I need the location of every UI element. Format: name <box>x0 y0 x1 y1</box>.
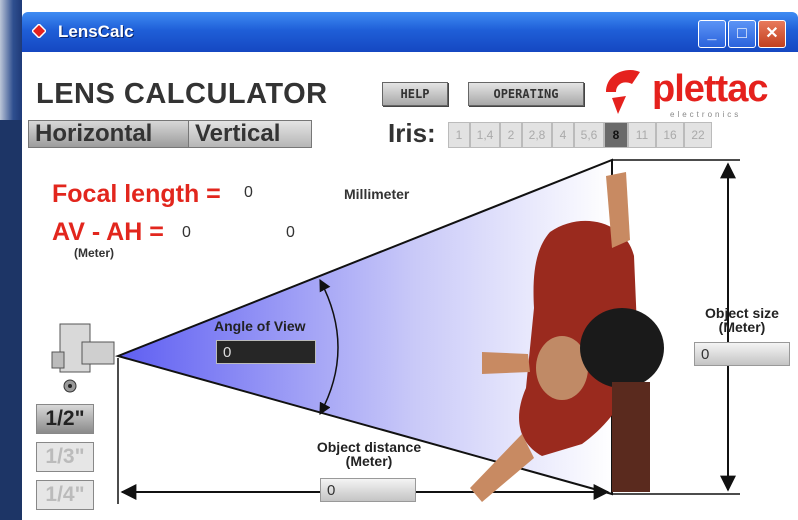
iris-label: Iris: <box>388 118 436 148</box>
tab-vertical[interactable]: Vertical <box>188 120 312 148</box>
close-button[interactable]: ✕ <box>758 20 786 48</box>
iris-option-2[interactable]: 2 <box>500 122 522 148</box>
app-content: LENS CALCULATOR HELP OPERATING plettac e… <box>22 52 798 518</box>
av-ah-label: AV - AH = <box>52 218 164 246</box>
desktop-strip-shadow <box>0 120 22 520</box>
operating-button[interactable]: OPERATING <box>468 82 584 106</box>
iris-option-16[interactable]: 16 <box>656 122 684 148</box>
sensor-option-quarter-inch[interactable]: 1/4" <box>36 480 94 510</box>
object-size-input[interactable]: 0 <box>694 342 790 366</box>
iris-option-5-6[interactable]: 5,6 <box>574 122 604 148</box>
iris-option-1[interactable]: 1 <box>448 122 470 148</box>
angle-of-view-label: Angle of View <box>214 318 306 334</box>
iris-option-4[interactable]: 4 <box>552 122 574 148</box>
angle-of-view-input[interactable]: 0 <box>216 340 316 364</box>
logo-subtext: electronics <box>670 110 742 119</box>
plettac-logo-icon <box>606 70 640 114</box>
object-distance-input[interactable]: 0 <box>320 478 416 502</box>
angle-arc <box>319 278 339 416</box>
iris-option-2-8[interactable]: 2,8 <box>522 122 552 148</box>
iris-option-22[interactable]: 22 <box>684 122 712 148</box>
av-ah-value: 0 <box>182 224 191 241</box>
minimize-button[interactable]: _ <box>698 20 726 48</box>
iris-option-1-4[interactable]: 1,4 <box>470 122 500 148</box>
focal-length-value: 0 <box>244 184 253 201</box>
iris-option-8[interactable]: 8 <box>604 122 628 148</box>
object-size-unit: (Meter) <box>718 319 766 335</box>
help-button[interactable]: HELP <box>382 82 448 106</box>
minimize-icon: _ <box>707 25 717 42</box>
logo-text: plettac <box>652 68 768 110</box>
app-window: LensCalc _ □ ✕ LENS CALCULATOR HELP OPER… <box>22 12 798 518</box>
focal-length-unit: Millimeter <box>344 186 410 202</box>
camera-icon <box>51 323 115 393</box>
close-icon: ✕ <box>765 25 779 42</box>
maximize-icon: □ <box>737 25 747 42</box>
lens-diagram <box>51 158 740 504</box>
desktop-strip <box>0 0 22 520</box>
title-bar[interactable]: LensCalc _ □ ✕ <box>22 12 798 52</box>
focal-length-label: Focal length = <box>52 180 221 208</box>
window-title: LensCalc <box>58 22 134 41</box>
sensor-option-half-inch[interactable]: 1/2" <box>36 404 94 434</box>
object-distance-unit: (Meter) <box>345 453 393 469</box>
iris-option-11[interactable]: 11 <box>628 122 656 148</box>
tab-horizontal[interactable]: Horizontal <box>28 120 192 148</box>
object-distance-label: Object distance (Meter) <box>296 440 442 468</box>
maximize-button[interactable]: □ <box>728 20 756 48</box>
sensor-option-third-inch[interactable]: 1/3" <box>36 442 94 472</box>
app-title: LENS CALCULATOR <box>36 78 328 110</box>
object-size-title: Object size <box>705 305 779 321</box>
av-ah-unit: (Meter) <box>74 246 115 260</box>
av-ah-value-secondary: 0 <box>286 224 295 241</box>
diamond-icon <box>32 24 46 38</box>
object-distance-title: Object distance <box>316 439 422 455</box>
object-size-label: Object size (Meter) <box>694 306 790 334</box>
person-icon <box>470 172 664 502</box>
